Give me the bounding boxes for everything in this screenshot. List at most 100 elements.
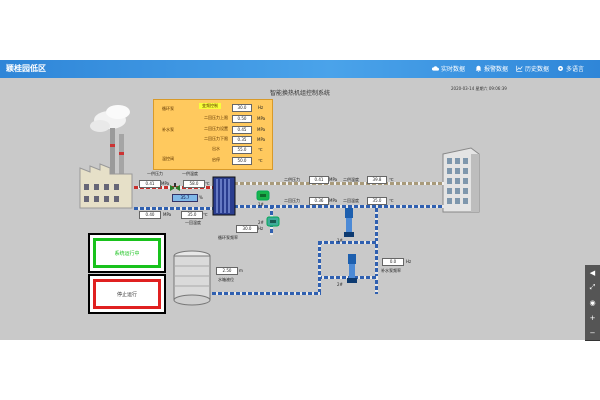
- makeup-pump-1-icon[interactable]: [343, 208, 355, 238]
- secondary-supply-pressure-value: 0.41: [309, 176, 329, 184]
- makeup-pump-2-icon[interactable]: [346, 254, 358, 284]
- circ-pump-2-label: 2#: [258, 220, 264, 225]
- site-title: 颖桂园低区: [6, 64, 46, 73]
- makeup-riser-pipe: [375, 208, 378, 294]
- panel-value-3[interactable]: 0.35: [232, 136, 252, 144]
- makeup-pump-freq-unit: Hz: [406, 259, 412, 264]
- panel-unit-0: Hz: [258, 105, 264, 110]
- tank-outlet-pipe: [212, 292, 321, 295]
- eye-icon: ◉: [589, 298, 596, 307]
- makeup-pump-1-label: 1#: [337, 238, 343, 243]
- panel-row-label-1: 二回压力上限: [204, 115, 228, 120]
- tank-level-label: 水箱液位: [218, 277, 234, 282]
- circ-pump-freq-unit: Hz: [258, 226, 264, 231]
- panel-unit-2: MPa: [257, 127, 266, 132]
- run-status-button[interactable]: 系统运行中: [88, 233, 166, 273]
- secondary-supply-pressure-unit: MPa: [329, 177, 338, 182]
- primary-supply-pressure-label: 一供压力: [147, 171, 163, 176]
- panel-unit-3: MPa: [257, 137, 266, 142]
- panel-unit-5: ℃: [258, 158, 263, 163]
- primary-return-temp-unit: ℃: [203, 212, 208, 217]
- gear-icon: [558, 66, 563, 71]
- control-valve-icon[interactable]: [170, 183, 180, 192]
- system-title: 智能换热机组控制系统: [269, 90, 330, 97]
- secondary-supply-pipe: [234, 182, 444, 185]
- secondary-return-pressure-label: 二回压力: [284, 198, 300, 203]
- primary-return-temp-value: 35.0: [181, 211, 203, 219]
- secondary-supply-temp-label: 二供温度: [343, 177, 359, 182]
- primary-supply-pressure-value: 0.41: [139, 180, 161, 188]
- circ-pump-freq-value: 30.0: [236, 225, 258, 233]
- panel-value-0[interactable]: 30.0: [232, 104, 252, 112]
- primary-supply-temp-label: 一供温度: [182, 171, 198, 176]
- panel-value-5[interactable]: 50.0: [232, 157, 252, 165]
- circ-pump-1-icon[interactable]: [256, 190, 270, 202]
- expand-tool-button[interactable]: ⤢: [585, 280, 600, 296]
- panel-row-label-4: 出水: [212, 146, 220, 151]
- tank-level-unit: m: [239, 268, 243, 273]
- run-status-label: 系统运行中: [93, 238, 161, 268]
- time-text: 09:06:39: [488, 86, 507, 91]
- chart-icon: [516, 65, 523, 72]
- valve-opening-value: 35.7: [180, 195, 190, 200]
- secondary-return-temp-label: 二回温度: [343, 198, 359, 203]
- nav-language-label: 多语言: [566, 66, 585, 73]
- secondary-return-pressure-unit: MPa: [329, 198, 338, 203]
- makeup-left-pipe: [318, 241, 321, 295]
- datetime-display: 2020-03-14 星期六 09:06:39: [451, 86, 507, 92]
- circ-pump-freq-label: 循环泵频率: [218, 235, 238, 240]
- primary-return-pipe: [134, 207, 214, 210]
- secondary-return-temp-unit: ℃: [389, 198, 394, 203]
- panel-value-2[interactable]: 0.45: [232, 126, 252, 134]
- panel-row-label-3: 二回压力下限: [204, 136, 228, 141]
- panel-value-4[interactable]: 55.0: [232, 146, 252, 154]
- primary-supply-pressure-unit: MPa: [161, 181, 170, 186]
- volume-tool-button[interactable]: ◀: [585, 265, 600, 281]
- primary-return-temp-label: 一回温度: [185, 220, 201, 225]
- circ-pump-2-icon[interactable]: [266, 216, 280, 228]
- circ-pump-1-label: 1#: [258, 202, 264, 207]
- building-icon: [442, 147, 480, 213]
- primary-return-pressure-value: 0.40: [139, 211, 161, 219]
- makeup-pump-freq-value: 0.0: [382, 258, 404, 266]
- scada-canvas: 智能换热机组控制系统 2020-03-14 星期六 09:06:39 循环泵 变…: [0, 78, 600, 341]
- panel-unit-4: ℃: [258, 147, 263, 152]
- valve-opening-bar: 35.7: [172, 194, 198, 202]
- nav-realtime-label: 实时数据: [441, 66, 466, 73]
- secondary-supply-temp-value: 39.8: [367, 176, 387, 184]
- water-tank-icon: [173, 250, 211, 306]
- heat-exchanger-icon: [212, 176, 236, 216]
- primary-supply-temp-value: 58.0: [183, 180, 205, 188]
- zoom-in-button[interactable]: +: [585, 310, 600, 326]
- top-header-bar: 颖桂园低区 实时数据 报警数据 历史数据 多语言: [0, 60, 600, 78]
- bell-icon: [475, 65, 482, 72]
- weekday-text: 星期六: [475, 86, 488, 91]
- nav-history-data[interactable]: 历史数据: [516, 64, 549, 73]
- nav-alarm-data[interactable]: 报警数据: [475, 64, 508, 73]
- eye-tool-button[interactable]: ◉: [585, 295, 600, 311]
- makeup-pump-freq-label: 补水泵频率: [381, 268, 401, 273]
- secondary-return-pressure-value: 0.36: [309, 197, 329, 205]
- volume-icon: ◀: [589, 268, 596, 277]
- panel-row-left-0: 循环泵: [162, 106, 174, 111]
- control-panel: 循环泵 变频控制 30.0 Hz 二回压力上限 0.50 MPa 补水泵 二回压…: [153, 99, 273, 170]
- valve-opening-unit: %: [199, 195, 203, 200]
- primary-supply-temp-unit: ℃: [205, 181, 210, 186]
- primary-return-pressure-unit: MPa: [163, 212, 172, 217]
- nav-realtime-data[interactable]: 实时数据: [432, 64, 465, 73]
- secondary-supply-temp-unit: ℃: [389, 177, 394, 182]
- secondary-return-pipe: [234, 205, 444, 208]
- makeup-lower-pipe: [318, 276, 378, 279]
- zoom-out-icon: −: [589, 328, 596, 337]
- nav-alarm-label: 报警数据: [484, 66, 509, 73]
- panel-row-label-2: 二回压力设置: [204, 126, 228, 131]
- zoom-out-button[interactable]: −: [585, 325, 600, 341]
- date-text: 2020-03-14: [451, 86, 475, 91]
- expand-icon: ⤢: [589, 283, 596, 291]
- stop-button[interactable]: 停止运行: [88, 274, 166, 314]
- panel-value-1[interactable]: 0.50: [232, 115, 252, 123]
- panel-row-label-0: 变频控制: [199, 103, 221, 109]
- panel-row-left-2: 补水泵: [162, 127, 174, 132]
- panel-row-label-5: 启停: [212, 157, 220, 162]
- nav-language[interactable]: 多语言: [557, 64, 584, 73]
